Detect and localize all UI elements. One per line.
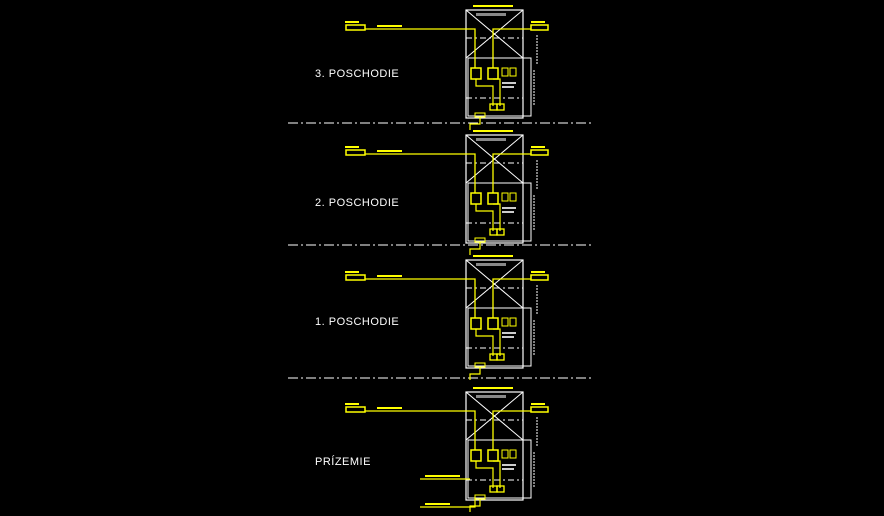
room-text — [476, 138, 506, 141]
meter-box — [487, 449, 499, 462]
wire — [475, 461, 494, 488]
right-tag-text — [531, 403, 545, 405]
room-outline — [467, 439, 532, 499]
riser-wire — [469, 367, 481, 380]
floor-plan-1 — [345, 130, 549, 255]
building-outline — [465, 259, 524, 369]
wire — [475, 79, 494, 106]
socket-box — [501, 449, 509, 459]
room-outline — [467, 307, 532, 367]
building-outline — [465, 391, 524, 501]
room-text — [476, 13, 506, 16]
header-text — [473, 255, 513, 257]
right-tag — [530, 149, 549, 156]
note-text — [502, 207, 516, 209]
wire — [493, 328, 501, 356]
note-text — [502, 211, 514, 213]
floor-plan-3 — [345, 387, 549, 512]
feeder-wire — [420, 497, 476, 508]
meter-box — [470, 449, 482, 462]
feeder-text — [425, 475, 460, 477]
wire — [475, 204, 494, 231]
socket-box — [509, 192, 517, 202]
note-text — [502, 468, 514, 470]
breaker-box — [496, 353, 505, 361]
floor-label-1: 1. POSCHODIE — [315, 316, 400, 328]
socket-box — [509, 449, 517, 459]
meter-box — [470, 67, 482, 80]
breaker-box — [496, 485, 505, 493]
floor-label-3: 3. POSCHODIE — [315, 68, 400, 80]
wire — [492, 410, 531, 450]
wire — [365, 28, 476, 68]
header-text — [473, 387, 513, 389]
right-tag-text — [531, 146, 545, 148]
floor-plan-2 — [345, 255, 549, 380]
left-tag-text — [345, 21, 359, 23]
left-tag-text — [345, 271, 359, 273]
feeder-text — [425, 503, 450, 505]
note-text — [502, 332, 516, 334]
right-tag — [530, 406, 549, 413]
meter-box — [487, 67, 499, 80]
wire — [492, 278, 531, 318]
socket-box — [501, 67, 509, 77]
wire — [492, 28, 531, 68]
wire-text — [377, 150, 402, 152]
left-tag — [345, 149, 366, 156]
wire — [365, 278, 476, 318]
meter-box — [487, 317, 499, 330]
header-text — [473, 130, 513, 132]
wire — [365, 410, 476, 450]
left-tag-text — [345, 146, 359, 148]
wire-text — [377, 407, 402, 409]
riser-wire — [469, 242, 481, 255]
left-tag — [345, 24, 366, 31]
wire-text — [377, 25, 402, 27]
building-outline — [465, 9, 524, 119]
riser-wire — [469, 117, 481, 130]
wire — [493, 460, 501, 488]
socket-box — [509, 67, 517, 77]
room-outline — [467, 57, 532, 117]
meter-box — [470, 192, 482, 205]
note-text — [502, 86, 514, 88]
left-tag — [345, 406, 366, 413]
wire — [492, 153, 531, 193]
left-tag-text — [345, 403, 359, 405]
wire — [493, 203, 501, 231]
room-text — [476, 395, 506, 398]
breaker-box — [496, 228, 505, 236]
room-outline — [467, 182, 532, 242]
note-text — [502, 336, 514, 338]
socket-box — [501, 317, 509, 327]
building-outline — [465, 134, 524, 244]
wire — [493, 78, 501, 106]
socket-box — [509, 317, 517, 327]
header-text — [473, 5, 513, 7]
room-text — [476, 263, 506, 266]
wire-text — [377, 275, 402, 277]
wire — [365, 153, 476, 193]
left-tag — [345, 274, 366, 281]
floor-label-2: 2. POSCHODIE — [315, 197, 400, 209]
right-tag-text — [531, 21, 545, 23]
floor-plan-0 — [345, 5, 549, 130]
right-tag-text — [531, 271, 545, 273]
right-tag — [530, 24, 549, 31]
meter-box — [487, 192, 499, 205]
note-text — [502, 82, 516, 84]
breaker-box — [496, 103, 505, 111]
wire — [475, 329, 494, 356]
floor-label-ground: PRÍZEMIE — [315, 456, 371, 468]
right-tag — [530, 274, 549, 281]
meter-box — [470, 317, 482, 330]
note-text — [502, 464, 516, 466]
socket-box — [501, 192, 509, 202]
